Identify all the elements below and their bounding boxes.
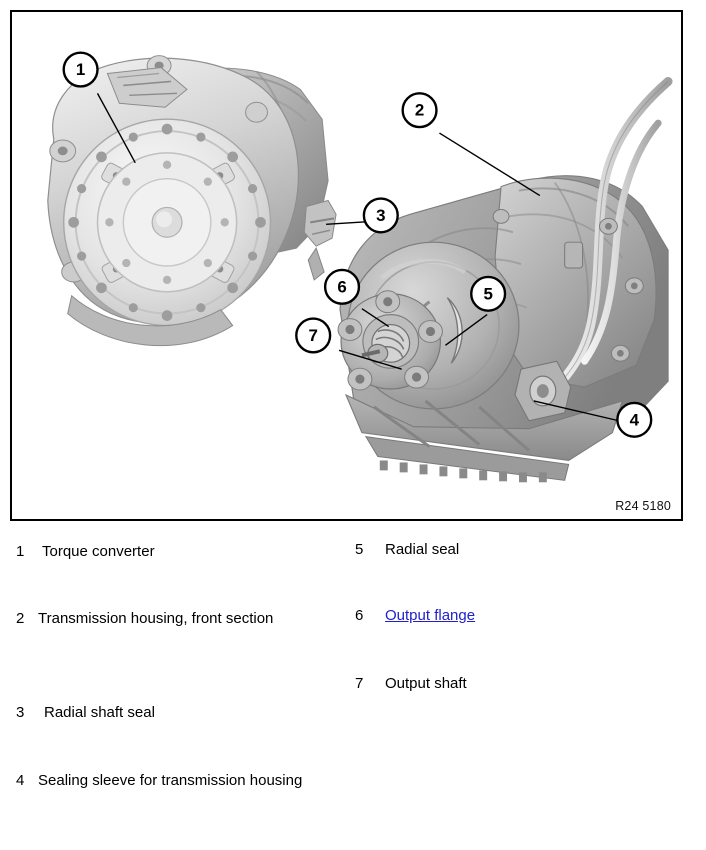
leader-line-6 xyxy=(361,308,390,328)
callout-marker-1: 1 xyxy=(62,51,99,88)
legend-item-3: 3 Radial shaft seal xyxy=(16,702,155,723)
legend-item-7: 7 Output shaft xyxy=(355,673,467,694)
callout-label-2: 2 xyxy=(415,101,424,120)
callout-marker-4: 4 xyxy=(616,401,653,438)
legend-number-5: 5 xyxy=(355,541,364,558)
legend-number-1: 1 xyxy=(16,543,25,560)
leader-line-4 xyxy=(533,400,628,424)
legend-item-4: 4 Sealing sleeve for transmission housin… xyxy=(16,770,316,791)
figure-part-number: R24 5180 xyxy=(615,499,671,513)
legend-item-2: 2 Transmission housing, front section xyxy=(16,608,316,629)
legend-label-transmission-housing-front-section: Transmission housing, front section xyxy=(38,610,274,627)
right-transmission-assembly xyxy=(337,76,673,483)
legend-label-radial-seal: Radial seal xyxy=(385,541,460,558)
callout-marker-7: 7 xyxy=(295,317,332,354)
figure-frame: 1 2 3 4 5 6 7 xyxy=(10,10,683,521)
callout-label-7: 7 xyxy=(308,326,317,345)
legend-item-5: 5 Radial seal xyxy=(355,539,459,560)
legend: 1 Torque converter 2 Transmission housin… xyxy=(0,521,706,850)
legend-number-6: 6 xyxy=(355,607,364,624)
leader-line-5 xyxy=(444,314,488,346)
callout-label-6: 6 xyxy=(337,277,346,296)
left-transmission-assembly xyxy=(47,55,337,347)
legend-link-output-flange[interactable]: Output flange xyxy=(385,607,476,624)
legend-number-7: 7 xyxy=(355,675,364,692)
transmission-illustration: 1 2 3 4 5 6 7 xyxy=(47,51,673,483)
callout-marker-5: 5 xyxy=(470,275,507,312)
callout-marker-3: 3 xyxy=(362,197,399,234)
legend-number-3: 3 xyxy=(16,704,25,721)
callout-label-5: 5 xyxy=(483,284,492,303)
callout-marker-6: 6 xyxy=(323,268,361,305)
callout-label-3: 3 xyxy=(376,206,385,225)
callout-marker-2: 2 xyxy=(401,92,438,129)
callout-markers: 1 2 3 4 5 6 7 xyxy=(62,51,653,438)
legend-label-output-shaft: Output shaft xyxy=(385,675,467,692)
legend-label-torque-converter: Torque converter xyxy=(42,543,155,560)
leader-line-2 xyxy=(439,132,541,197)
leader-line-7 xyxy=(338,349,402,370)
legend-label-radial-shaft-seal: Radial shaft seal xyxy=(44,704,155,721)
legend-item-6: 6 Output flange xyxy=(355,605,475,626)
legend-number-4: 4 xyxy=(16,772,25,789)
leader-line-1 xyxy=(96,93,136,164)
legend-number-2: 2 xyxy=(16,610,25,627)
callout-label-4: 4 xyxy=(630,410,640,429)
legend-label-sealing-sleeve-for-transmission-housing: Sealing sleeve for transmission housing xyxy=(38,772,303,789)
legend-item-1: 1 Torque converter xyxy=(16,541,155,562)
callout-label-1: 1 xyxy=(76,60,85,79)
